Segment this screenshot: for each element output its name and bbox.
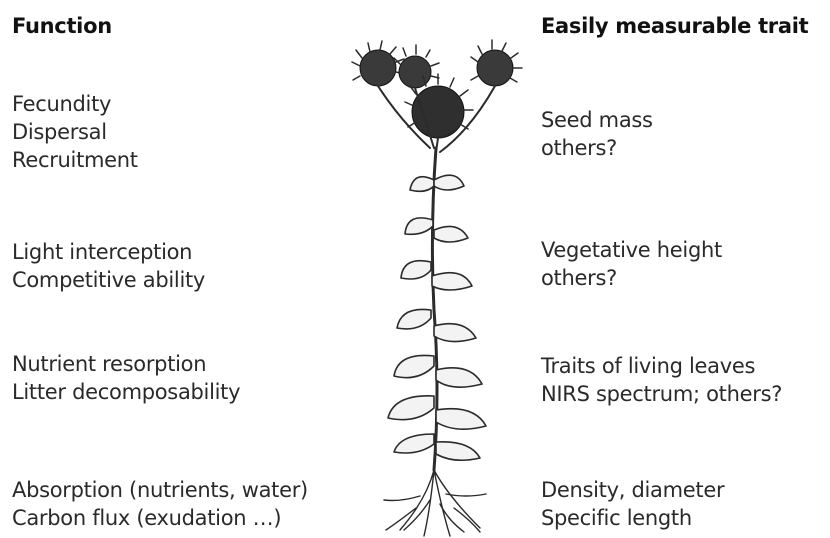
function-group-light: Light interception Competitive ability xyxy=(12,238,205,294)
trait-line: others? xyxy=(541,134,653,162)
roots xyxy=(384,470,486,536)
function-group-roots: Absorption (nutrients, water) Carbon flu… xyxy=(12,476,308,532)
trait-line: NIRS spectrum; others? xyxy=(541,380,782,408)
plant-illustration xyxy=(330,30,540,538)
function-line: Competitive ability xyxy=(12,266,205,294)
trait-line: Density, diameter xyxy=(541,476,724,504)
trait-group-roots: Density, diameter Specific length xyxy=(541,476,724,532)
function-line: Litter decomposability xyxy=(12,378,240,406)
trait-group-light: Vegetative height others? xyxy=(541,236,722,292)
trait-line: Traits of living leaves xyxy=(541,352,782,380)
leaves xyxy=(388,175,486,460)
trait-line: Seed mass xyxy=(541,106,653,134)
trait-line: Vegetative height xyxy=(541,236,722,264)
trait-line: others? xyxy=(541,264,722,292)
function-line: Fecundity xyxy=(12,90,138,118)
trait-header: Easily measurable trait xyxy=(541,14,808,38)
flower-head xyxy=(471,40,522,86)
function-line: Dispersal xyxy=(12,118,138,146)
function-line: Light interception xyxy=(12,238,205,266)
trait-group-nutrients: Traits of living leaves NIRS spectrum; o… xyxy=(541,352,782,408)
function-line: Carbon flux (exudation …) xyxy=(12,504,308,532)
function-line: Absorption (nutrients, water) xyxy=(12,476,308,504)
function-line: Nutrient resorption xyxy=(12,350,240,378)
function-line: Recruitment xyxy=(12,146,138,174)
flower-head xyxy=(352,41,404,86)
flower-head xyxy=(394,45,439,88)
function-header: Function xyxy=(12,14,112,38)
function-group-reproduction: Fecundity Dispersal Recruitment xyxy=(12,90,138,174)
function-group-nutrients: Nutrient resorption Litter decomposabili… xyxy=(12,350,240,406)
trait-line: Specific length xyxy=(541,504,724,532)
trait-group-reproduction: Seed mass others? xyxy=(541,106,653,162)
